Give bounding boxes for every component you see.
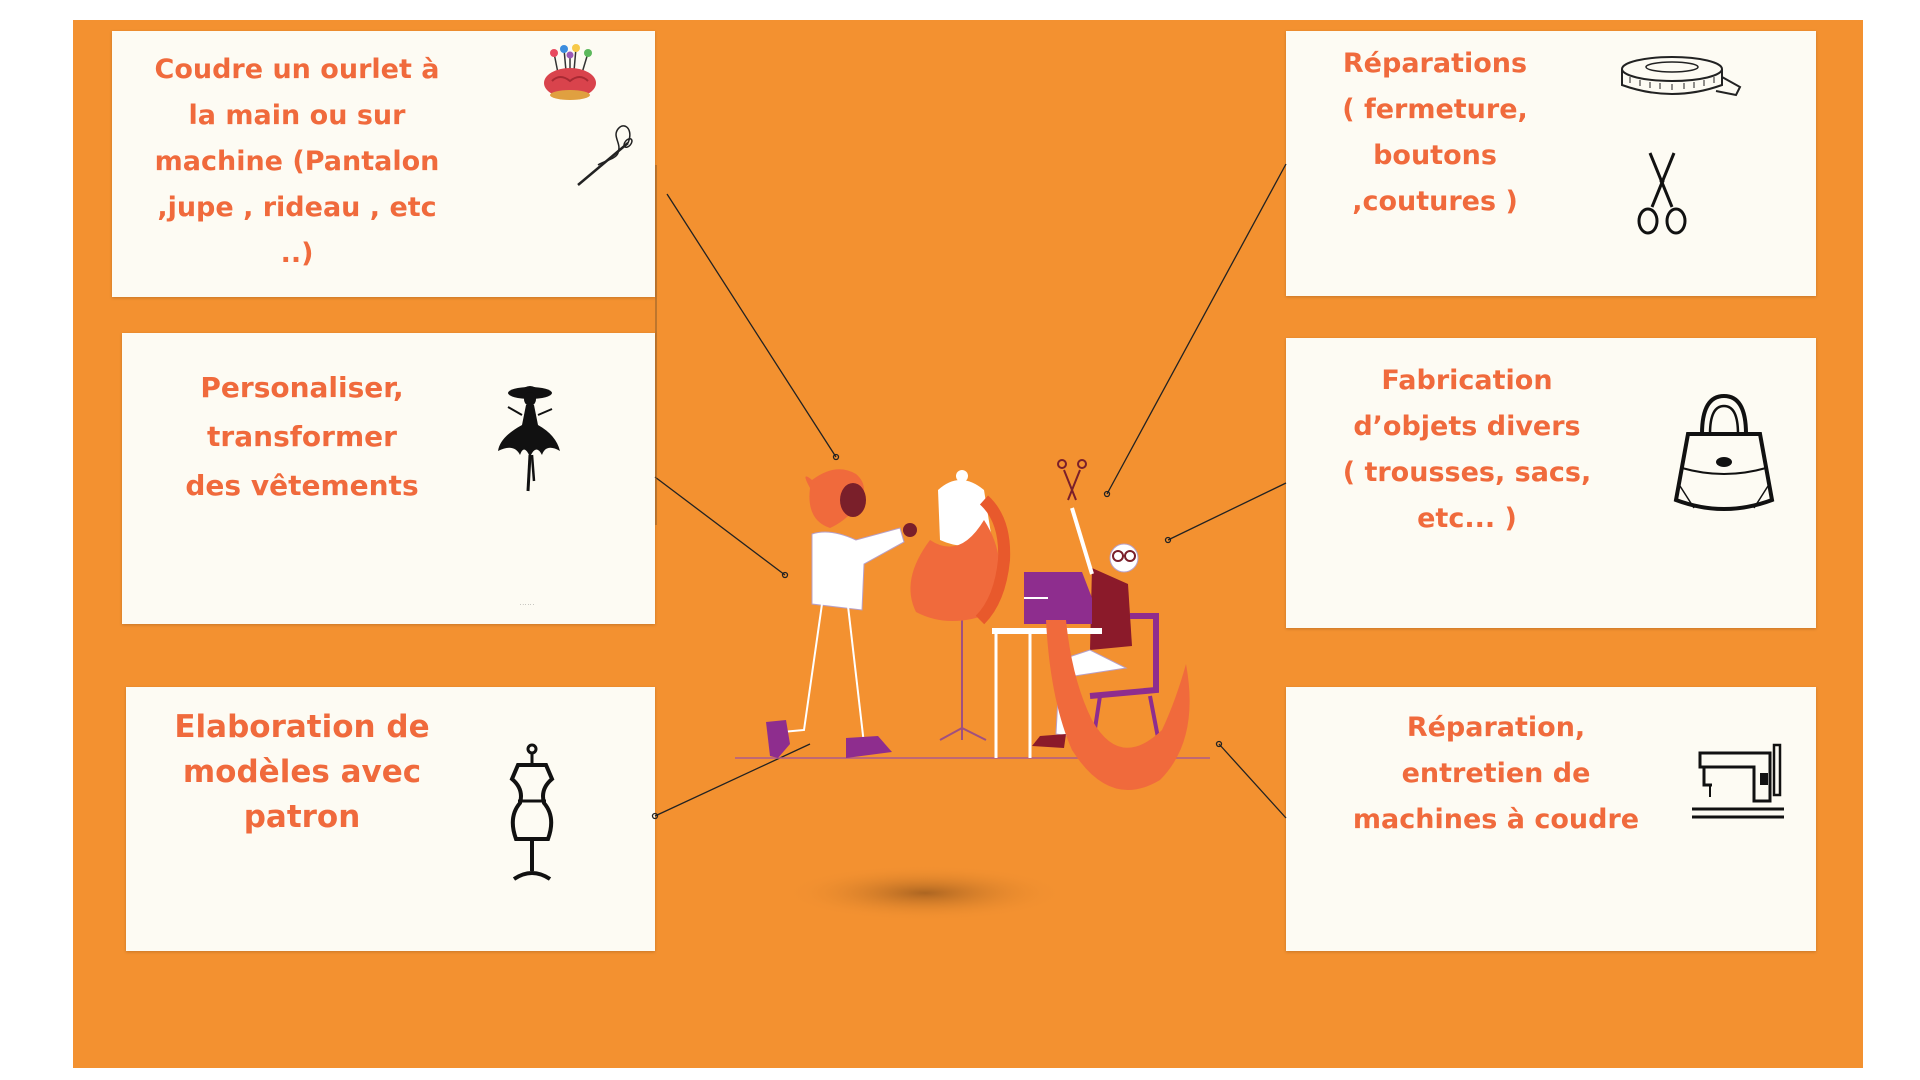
- card-objects-text: Fabrication d’objets divers ( trousses, …: [1342, 365, 1592, 534]
- card-patterns-text: Elaboration de modèles avec patron: [174, 709, 430, 835]
- scissors-icon: [1632, 151, 1692, 237]
- card-objects: Fabrication d’objets divers ( trousses, …: [1286, 338, 1816, 628]
- floor-shadow: [785, 865, 1065, 921]
- tape-measure-icon: [1616, 51, 1746, 111]
- card-hem-text: Coudre un ourlet à la main ou sur machin…: [154, 54, 440, 269]
- flowing-fabric: [1046, 620, 1190, 790]
- tiny-caption: · · · · · ·: [520, 602, 534, 607]
- woman-figure: [766, 469, 917, 758]
- card-machines: Réparation, entretien de machines à coud…: [1286, 687, 1816, 951]
- sewing-machine-icon: [1690, 743, 1786, 823]
- mannequin-figure: [910, 470, 1011, 741]
- card-customize-text: Personaliser, transformer des vêtements: [185, 371, 419, 502]
- pincushion-icon: [540, 43, 600, 103]
- card-repairs-text: Réparations ( fermeture, boutons ,coutur…: [1342, 48, 1528, 217]
- dress-form-icon: [504, 743, 560, 885]
- handbag-icon: [1672, 390, 1776, 520]
- card-customize: Personaliser, transformer des vêtements …: [122, 333, 655, 624]
- card-machines-text: Réparation, entretien de machines à coud…: [1352, 712, 1640, 835]
- card-patterns: Elaboration de modèles avec patron: [126, 687, 655, 951]
- needle-thread-icon: [574, 119, 640, 189]
- card-repairs: Réparations ( fermeture, boutons ,coutur…: [1286, 31, 1816, 296]
- fashion-silhouette-icon: [494, 385, 564, 495]
- card-hem: Coudre un ourlet à la main ou sur machin…: [112, 31, 655, 297]
